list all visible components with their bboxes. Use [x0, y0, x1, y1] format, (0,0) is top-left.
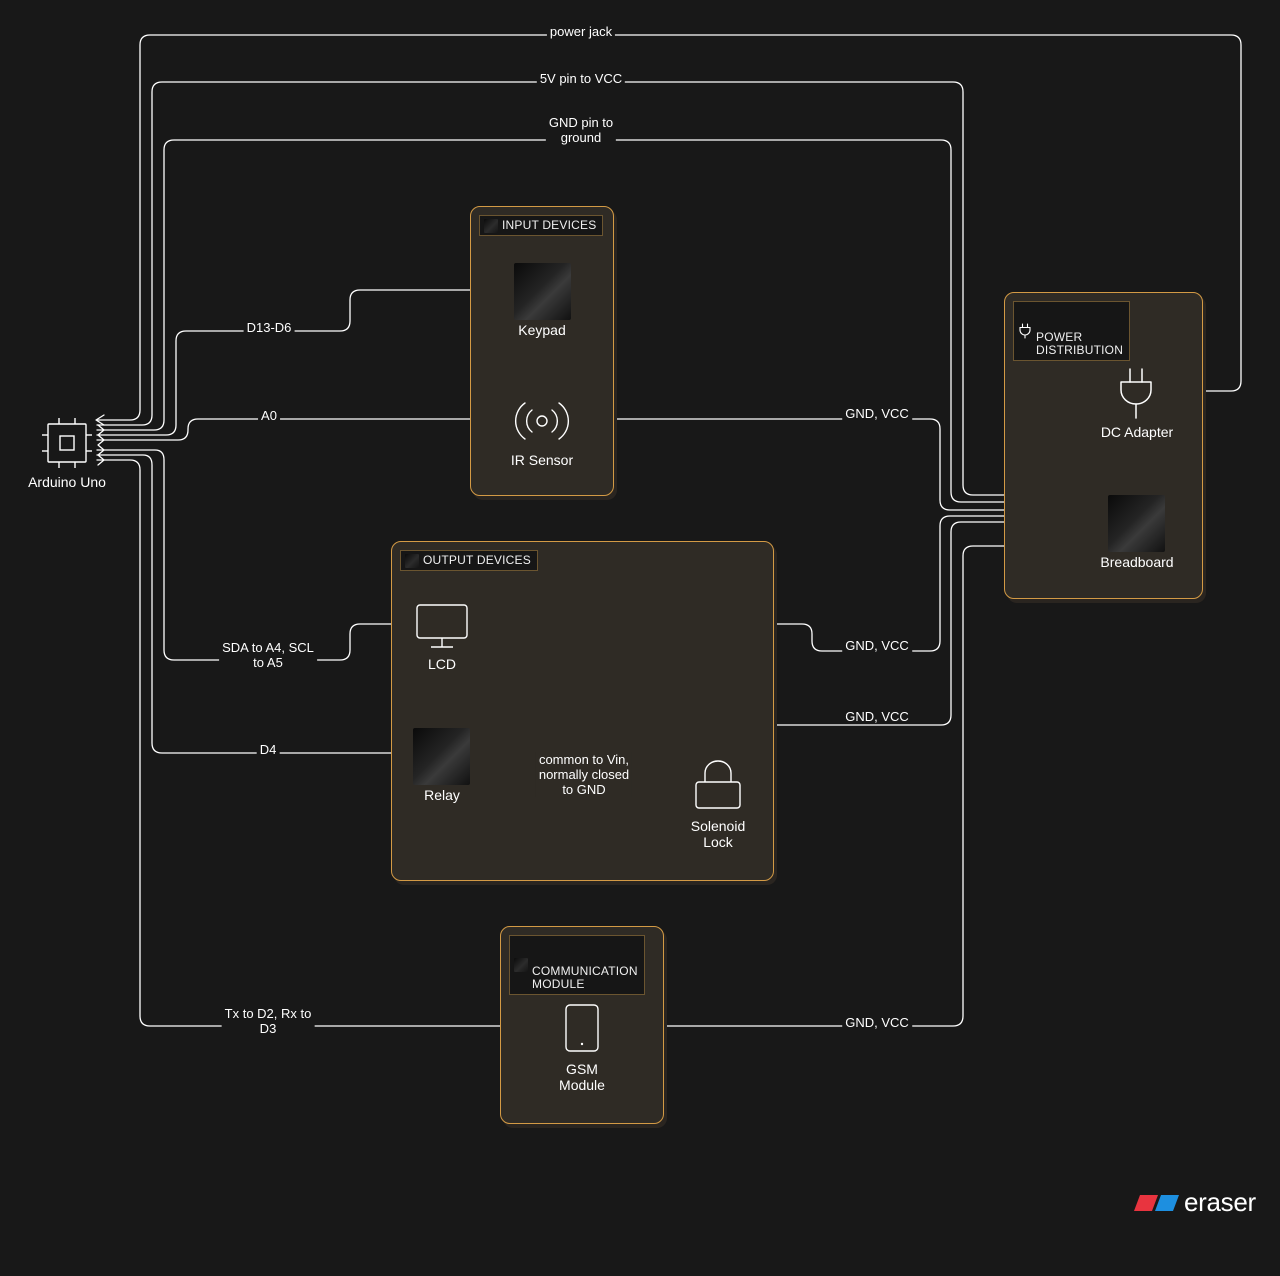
edge-label-gsm-power: GND, VCC	[842, 1015, 912, 1030]
edge-label-gnd: GND pin to ground	[545, 115, 617, 145]
plug-icon	[1120, 368, 1152, 419]
edge-label-5v: 5V pin to VCC	[536, 71, 626, 86]
group-output-devices: OUTPUT DEVICES	[391, 541, 774, 881]
edge-label-power-jack: power jack	[546, 24, 616, 39]
group-icon	[514, 958, 528, 972]
plug-icon	[1019, 323, 1031, 339]
edge-ir-power	[569, 418, 1109, 511]
edge-power-jack	[96, 34, 1242, 421]
edge-label-lcd-power: GND, VCC	[842, 638, 912, 653]
edge-ir	[96, 418, 515, 441]
eraser-logo-text: eraser	[1184, 1187, 1256, 1217]
edge-label-relay-lock: common to Vin, normally closed to GND	[535, 752, 633, 797]
edge-label-keypad: D13-D6	[243, 320, 295, 335]
dc-adapter-node[interactable]	[1114, 366, 1158, 420]
gsm-module-label: GSM Module	[559, 1061, 605, 1093]
edge-keypad	[96, 289, 515, 436]
solenoid-lock-node[interactable]	[692, 758, 744, 812]
group-label-input: INPUT DEVICES	[479, 215, 604, 236]
edge-label-gsm: Tx to D2, Rx to D3	[221, 1006, 315, 1036]
relay-icon[interactable]	[413, 728, 470, 785]
arduino-uno-node[interactable]	[40, 416, 94, 470]
edge-lcd	[96, 449, 417, 661]
group-label-communication: COMMUNICATION MODULE	[509, 935, 645, 995]
monitor-icon	[416, 604, 468, 648]
group-label-power: POWER DISTRIBUTION	[1013, 301, 1131, 361]
edge-relay	[96, 454, 414, 754]
breadboard-label: Breadboard	[1100, 554, 1174, 570]
edge-label-lcd: SDA to A4, SCL to A5	[219, 640, 317, 670]
edge-label-ir: A0	[258, 408, 280, 423]
lock-icon	[695, 760, 741, 809]
keypad-label: Keypad	[518, 322, 566, 338]
edge-label-relay-power: GND, VCC	[842, 709, 912, 724]
dc-adapter-label: DC Adapter	[1100, 424, 1174, 440]
group-input-devices: INPUT DEVICES	[470, 206, 614, 496]
breadboard-icon[interactable]	[1108, 495, 1165, 552]
chip-icon	[42, 418, 92, 468]
lcd-node[interactable]	[414, 602, 470, 650]
group-communication-module: COMMUNICATION MODULE	[500, 926, 664, 1124]
sensor-icon	[515, 402, 569, 440]
edge-label-relay: D4	[256, 742, 280, 757]
group-icon	[484, 218, 498, 233]
group-icon	[405, 553, 419, 568]
lcd-label: LCD	[427, 656, 457, 672]
group-power-distribution: POWER DISTRIBUTION	[1004, 292, 1203, 599]
solenoid-lock-label: Solenoid Lock	[690, 818, 746, 850]
arduino-uno-label: Arduino Uno	[28, 474, 106, 490]
eraser-logo: eraser	[1134, 1188, 1256, 1216]
edge-label-ir-power: GND, VCC	[842, 406, 912, 421]
eraser-logo-mark	[1134, 1195, 1179, 1211]
group-label-output: OUTPUT DEVICES	[400, 550, 538, 571]
phone-icon	[565, 1004, 599, 1052]
gsm-module-node[interactable]	[563, 1002, 601, 1054]
ir-sensor-node[interactable]	[514, 397, 570, 443]
edge-gsm	[96, 459, 554, 1027]
relay-label: Relay	[424, 787, 460, 803]
ir-sensor-label: IR Sensor	[510, 452, 574, 468]
keypad-icon[interactable]	[514, 263, 571, 320]
